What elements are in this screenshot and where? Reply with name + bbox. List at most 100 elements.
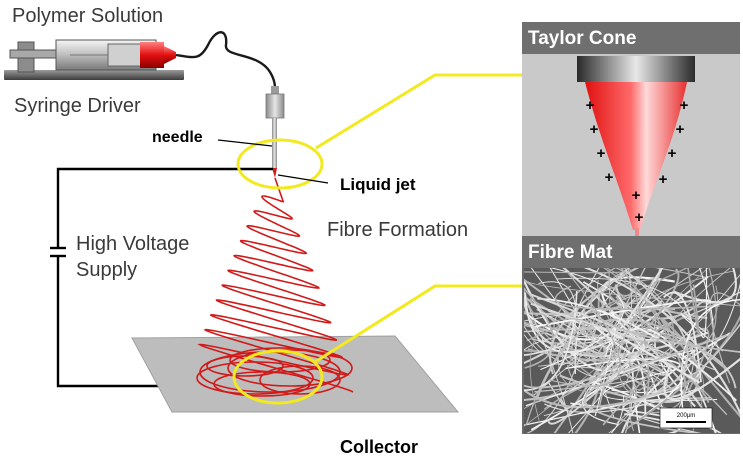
mat-fibre — [529, 318, 613, 424]
mat-fibre — [544, 388, 697, 413]
syringe-driver — [4, 39, 184, 80]
needle-label: needle — [152, 129, 203, 146]
charge-marker: + — [668, 145, 677, 162]
taylor-cone-shape — [585, 82, 687, 230]
needle-callout-ring — [236, 138, 324, 190]
fibre-mat-title-bar — [522, 236, 740, 268]
mat-fibre — [621, 270, 689, 406]
fibre-mat-micrograph — [524, 268, 740, 443]
mat-fibre — [559, 274, 740, 379]
charge-marker: + — [597, 145, 606, 162]
charge-marker: + — [590, 121, 599, 138]
mat-fibre — [590, 291, 740, 353]
taylor-cone-callout-line — [315, 73, 523, 150]
mat-fibre — [524, 334, 728, 389]
mat-fibre — [549, 268, 640, 375]
deposited-fibre-loop — [229, 347, 331, 373]
fibre-mat-panel: 200μm — [522, 236, 740, 443]
syringe-driver-label: Syringe Driver — [14, 95, 141, 117]
mat-fibre — [537, 297, 738, 402]
mat-fibre — [538, 352, 670, 367]
fibre-mat-title: Fibre Mat — [528, 242, 613, 263]
mat-fibre — [524, 278, 662, 365]
mat-fibre — [661, 318, 740, 418]
mat-fibre — [654, 268, 706, 278]
needle-hub — [265, 93, 285, 119]
mat-fibre — [681, 323, 740, 376]
driver-rod — [9, 49, 59, 59]
mat-fibre — [524, 287, 539, 317]
mat-fibre — [621, 268, 717, 345]
mat-fibre — [524, 333, 541, 353]
mat-fibre — [562, 268, 717, 433]
deposited-fibre-loop — [206, 355, 284, 377]
nozzle-body — [577, 56, 695, 82]
mat-fibre — [700, 268, 708, 339]
mat-fibre — [524, 291, 578, 391]
mat-fibre — [629, 268, 731, 432]
mat-fibre — [524, 268, 709, 427]
mat-fibre — [554, 285, 720, 310]
collector-callout-ring — [232, 349, 324, 405]
mat-fibre — [583, 268, 740, 415]
deposited-fibre-loop — [196, 361, 314, 395]
liquid-jet-pointer-line — [277, 174, 329, 184]
mat-fibre — [680, 299, 740, 416]
polymer-solution-label: Polymer Solution — [12, 5, 164, 27]
fibre-mat-callout-line — [314, 284, 523, 364]
taylor-cone-title-bar — [522, 22, 740, 54]
mat-fibre — [524, 335, 717, 371]
charge-marker: + — [605, 169, 614, 186]
needle-assembly — [265, 86, 285, 178]
feed-tube — [175, 31, 277, 95]
syringe-tip — [164, 46, 176, 64]
hv-wiring — [50, 167, 273, 388]
mat-fibre — [621, 332, 731, 433]
mat-fibre — [625, 314, 740, 430]
needle-pointer-line — [217, 139, 273, 147]
fibre-formation-label: Fibre Formation — [327, 219, 469, 241]
mat-fibre — [524, 268, 633, 274]
hv-wire-bottom — [56, 256, 168, 388]
deposited-fibre-loop — [259, 365, 341, 395]
mat-fibre — [525, 349, 696, 407]
mat-fibre — [597, 279, 623, 339]
scale-bar-label: 200μm — [677, 413, 695, 419]
driver-base — [4, 70, 184, 80]
mat-fibre — [526, 319, 592, 433]
collector-label: Collector — [340, 437, 419, 457]
high-voltage-label: High Voltage — [76, 233, 190, 255]
mat-fibre — [524, 343, 567, 356]
polymer-reservoir — [140, 42, 164, 68]
jet-drop — [272, 168, 277, 178]
supply-label: Supply — [76, 259, 138, 281]
charge-marker: + — [680, 97, 689, 114]
charge-markers: ++++++++++ — [586, 97, 689, 226]
charge-marker: + — [635, 209, 644, 226]
needle-shaft — [272, 118, 277, 168]
taylor-cone-title: Taylor Cone — [528, 28, 637, 49]
needle-hub-top — [271, 86, 279, 94]
liquid-jet-label: Liquid jet — [340, 175, 416, 194]
mat-fibre — [529, 293, 645, 341]
mat-fibre — [574, 308, 643, 374]
mat-fibre — [623, 287, 650, 398]
mat-fibre — [588, 268, 646, 362]
mat-fibre — [663, 357, 740, 401]
mat-fibre — [535, 299, 712, 328]
mat-fibre — [608, 272, 652, 394]
mat-fibre — [526, 268, 689, 342]
mat-fibre — [603, 368, 718, 402]
mat-fibre — [527, 281, 740, 307]
mat-fibre — [602, 327, 710, 426]
mat-fibre — [572, 436, 667, 443]
mat-fibre — [566, 276, 655, 387]
charge-marker: + — [586, 97, 595, 114]
charge-marker: + — [659, 171, 668, 188]
mat-fibre — [673, 268, 737, 304]
mat-fibre — [621, 268, 680, 358]
charge-marker: + — [632, 187, 641, 204]
mat-fibre — [687, 268, 700, 335]
mat-fibre — [663, 291, 702, 383]
